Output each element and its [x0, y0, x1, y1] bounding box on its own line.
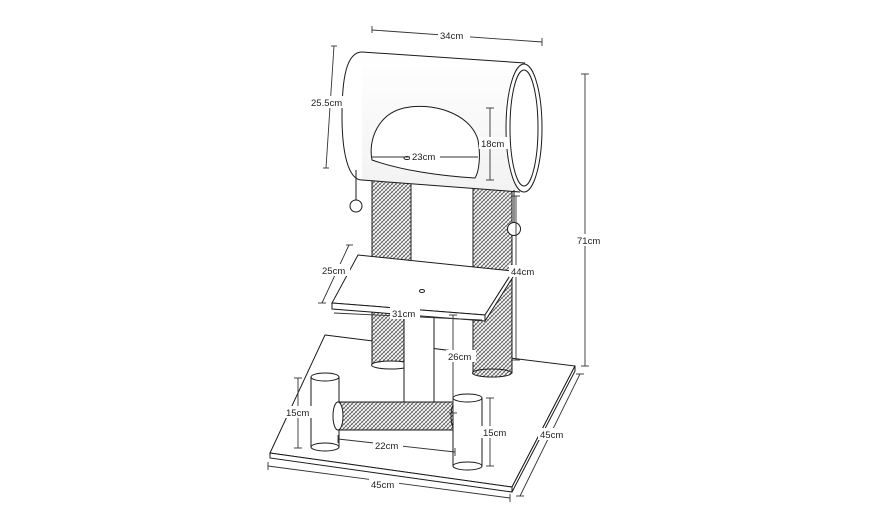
tube-side-opening [370, 105, 480, 179]
label-base-depth: 45cm [540, 430, 563, 441]
label-tube-height: 25.5cm [311, 98, 342, 109]
label-stump-right-height: 15cm [483, 428, 506, 439]
label-post-height: 44cm [511, 267, 534, 278]
tube-bed [341, 51, 543, 193]
hanging-toy-right [507, 190, 521, 236]
label-total-height: 71cm [577, 236, 600, 247]
label-opening-height: 18cm [481, 139, 504, 150]
label-platform-depth: 25cm [322, 266, 345, 277]
label-base-width: 45cm [371, 480, 394, 491]
sisal-roller [332, 401, 462, 431]
tube-end-opening [505, 63, 543, 193]
label-roller-width: 22cm [375, 441, 398, 452]
label-tube-width: 34cm [440, 31, 463, 42]
label-platform-height: 26cm [448, 352, 471, 363]
label-platform-width: 31cm [392, 309, 415, 320]
stump-right [452, 393, 483, 471]
hanging-toy-left [349, 170, 363, 213]
label-opening-width: 23cm [412, 152, 435, 163]
label-stump-left-height: 15cm [286, 408, 309, 419]
